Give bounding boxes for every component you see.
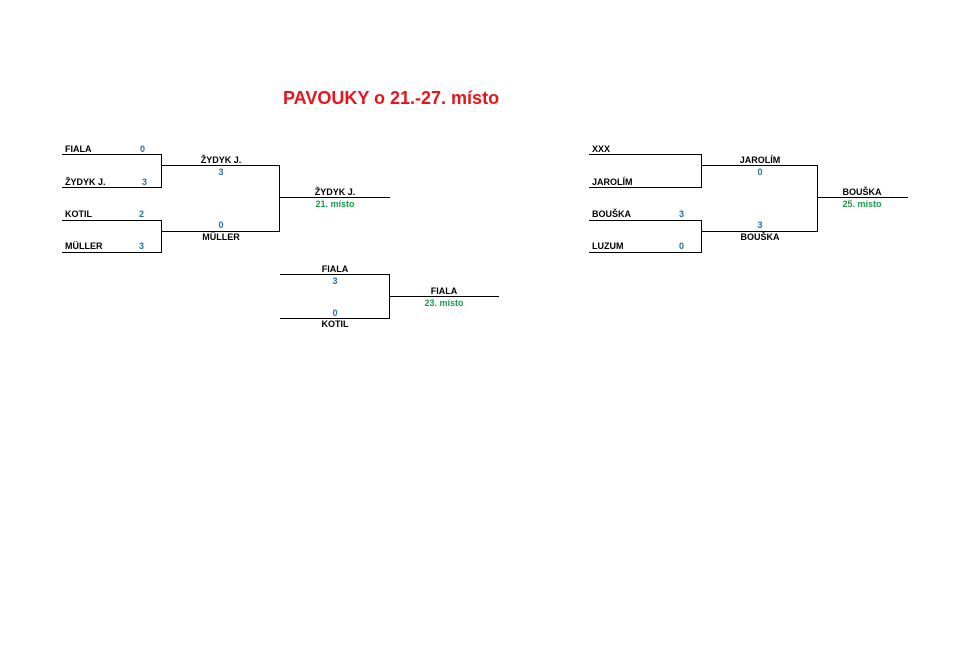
bracket-line bbox=[817, 165, 818, 232]
bracket-line bbox=[701, 154, 702, 188]
player-name: MÜLLER bbox=[202, 232, 240, 242]
bracket-line bbox=[161, 154, 162, 188]
bracket-line bbox=[589, 154, 702, 155]
player-name: BOUŠKA bbox=[592, 209, 632, 219]
bracket-line bbox=[589, 187, 702, 188]
player-score: 3 bbox=[332, 276, 338, 286]
place-label: 21. místo bbox=[315, 199, 355, 209]
bracket-line bbox=[817, 197, 908, 198]
bracket-line bbox=[280, 318, 390, 319]
player-name: FIALA bbox=[65, 144, 92, 154]
bracket-line bbox=[389, 296, 499, 297]
bracket-line bbox=[62, 154, 162, 155]
player-name: ŽYDYK J. bbox=[200, 155, 242, 165]
bracket-line bbox=[701, 231, 818, 232]
player-score: 3 bbox=[142, 177, 148, 187]
bracket-line bbox=[589, 252, 702, 253]
bracket-line bbox=[701, 165, 818, 166]
player-score: 0 bbox=[218, 220, 224, 230]
player-name: MÜLLER bbox=[65, 241, 103, 251]
place-label: 23. místo bbox=[424, 298, 464, 308]
bracket-line bbox=[589, 220, 702, 221]
player-score: 0 bbox=[757, 167, 763, 177]
bracket-line bbox=[701, 220, 702, 253]
player-name: KOTIL bbox=[65, 209, 92, 219]
bracket-line bbox=[62, 220, 162, 221]
bracket-line bbox=[161, 165, 280, 166]
player-score: 3 bbox=[218, 167, 224, 177]
bracket-line bbox=[279, 197, 390, 198]
player-score: 3 bbox=[757, 220, 763, 230]
bracket-line bbox=[62, 252, 162, 253]
winner-name: ŽYDYK J. bbox=[314, 187, 356, 197]
player-score: 2 bbox=[139, 209, 145, 219]
player-name: FIALA bbox=[321, 264, 349, 274]
page-title: PAVOUKY o 21.-27. místo bbox=[283, 88, 500, 108]
player-name: BOUŠKA bbox=[740, 232, 780, 242]
bracket-line bbox=[280, 274, 390, 275]
player-name: JAROLÍM bbox=[592, 177, 633, 187]
bracket-line bbox=[161, 231, 280, 232]
winner-name: BOUŠKA bbox=[842, 187, 882, 197]
player-name: ŽYDYK J. bbox=[65, 177, 106, 187]
player-score: 3 bbox=[679, 209, 685, 219]
player-score: 0 bbox=[679, 241, 685, 251]
player-name: JAROLÍM bbox=[739, 155, 781, 165]
player-name: LUZUM bbox=[592, 241, 624, 251]
player-name: KOTIL bbox=[321, 319, 349, 329]
bracket-line bbox=[161, 220, 162, 253]
bracket-line bbox=[279, 165, 280, 232]
player-score: 0 bbox=[332, 308, 338, 318]
winner-name: FIALA bbox=[430, 286, 458, 296]
bracket-line bbox=[62, 187, 162, 188]
player-score: 3 bbox=[139, 241, 145, 251]
player-name: XXX bbox=[592, 144, 611, 154]
place-label: 25. místo bbox=[842, 199, 882, 209]
player-score: 0 bbox=[140, 144, 146, 154]
